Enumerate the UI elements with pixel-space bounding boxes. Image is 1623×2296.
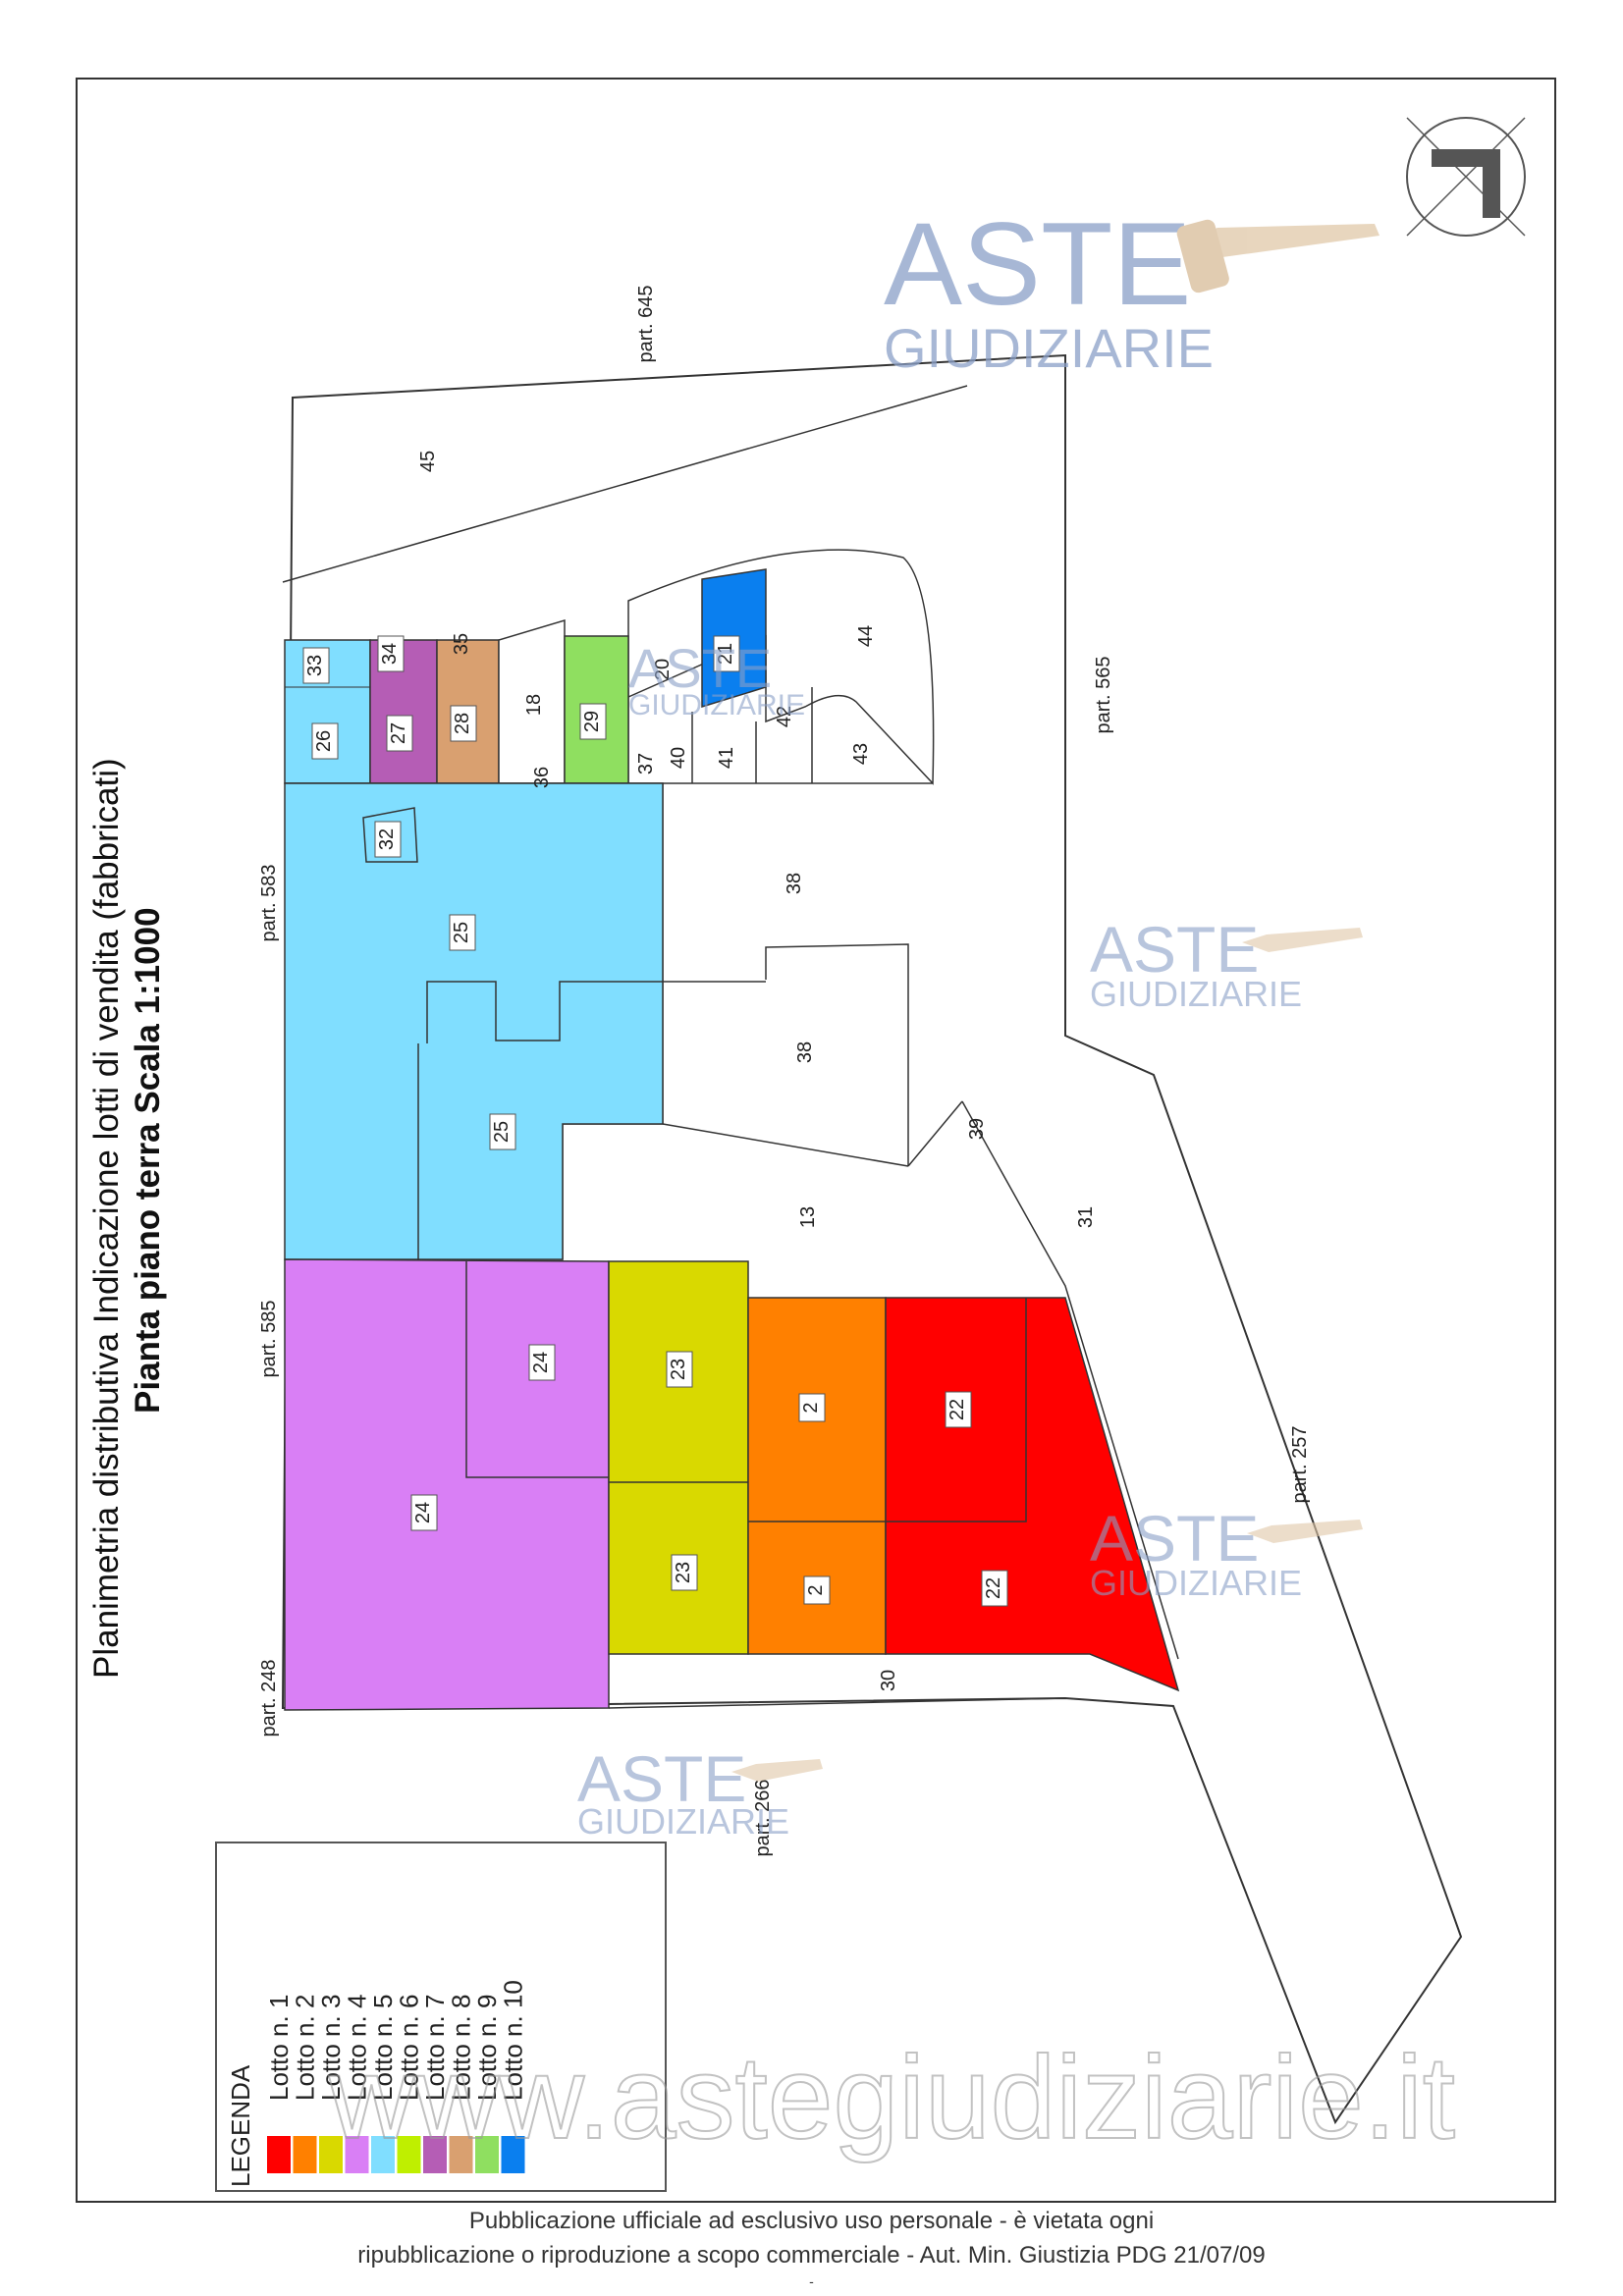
parcel-label: 23	[668, 1359, 689, 1380]
parcel-label: 22	[983, 1577, 1004, 1599]
footer-line-3: -	[809, 2273, 814, 2289]
parcel-label: 13	[797, 1206, 819, 1228]
lot-3-parcel-23	[608, 1260, 749, 1655]
svg-text:GIUDIZIARIE: GIUDIZIARIE	[577, 1801, 789, 1842]
neighbor-label: part. 257	[1289, 1426, 1311, 1504]
svg-text:ASTE: ASTE	[1090, 1502, 1259, 1575]
legend-swatch	[267, 2136, 291, 2173]
parcel-label: 38	[784, 873, 805, 894]
parcel-label: 23	[673, 1562, 694, 1583]
legend-swatch	[371, 2136, 395, 2173]
parcel-label: 42	[774, 706, 795, 727]
legend-swatch	[449, 2136, 473, 2173]
svg-text:ASTE: ASTE	[577, 1742, 746, 1815]
parcel-label: 45	[417, 451, 439, 472]
parcel-label: 25	[491, 1121, 513, 1143]
parcel-label: 24	[412, 1502, 434, 1523]
parcel-label: 2	[800, 1402, 822, 1413]
watermark-logo: ASTE GIUDIZIARIE	[628, 637, 805, 721]
parcel-label: 2	[805, 1584, 827, 1595]
svg-text:ASTE: ASTE	[884, 198, 1191, 330]
legend-label: Lotto n. 5	[368, 1995, 398, 2101]
parcel-label: 37	[635, 753, 657, 774]
parcel-label: 24	[530, 1352, 552, 1373]
legend-label: Lotto n. 7	[420, 1995, 450, 2101]
parcel-label: 18	[523, 694, 545, 716]
watermark-logo: ASTE GIUDIZIARIE	[1090, 1502, 1363, 1603]
legend-swatch	[293, 2136, 317, 2173]
svg-text:ASTE: ASTE	[628, 637, 772, 699]
watermark-url: www.astegiudiziarie.it	[328, 2032, 1455, 2163]
legend-heading: LEGENDA	[226, 2064, 255, 2187]
parcel-label: 39	[966, 1118, 988, 1140]
gavel-icon	[1183, 224, 1380, 257]
svg-text:GIUDIZIARIE: GIUDIZIARIE	[628, 689, 805, 721]
parcel-label: 44	[855, 625, 877, 647]
svg-text:ASTE: ASTE	[1090, 913, 1259, 986]
legend-label: Lotto n. 3	[316, 1995, 346, 2101]
parcel-label: 29	[581, 711, 603, 732]
lot-4-parcel-24	[284, 1258, 610, 1711]
legend-label: Lotto n. 6	[395, 1995, 424, 2101]
legend-label: Lotto n. 1	[264, 1995, 294, 2101]
north-arrow-icon	[1406, 117, 1526, 237]
neighbor-label: part. 266	[752, 1780, 774, 1857]
legend-label: Lotto n. 9	[472, 1995, 502, 2101]
parcel-label: 43	[850, 743, 872, 765]
neighbor-label: part. 585	[258, 1301, 280, 1378]
watermark-logo: ASTE GIUDIZIARIE	[1090, 913, 1363, 1014]
gavel-icon	[1247, 1520, 1363, 1543]
parcel-label: 20	[652, 659, 674, 680]
svg-text:GIUDIZIARIE: GIUDIZIARIE	[1090, 1563, 1302, 1603]
parcel-label: 25	[451, 922, 472, 943]
parcel-label: 32	[376, 828, 398, 850]
neighbor-label: part. 248	[258, 1660, 280, 1737]
page-frame	[76, 78, 1556, 2203]
parcel-label: 40	[668, 747, 689, 769]
footer-line-1: Pubblicazione ufficiale ad esclusivo uso…	[468, 2208, 1155, 2234]
parcel-label: 41	[716, 747, 737, 769]
map-subtitle: Pianta piano terra Scala 1:1000	[129, 907, 167, 1414]
parcel-labels: 45 44 43 42 41 40 37 36 35 20 18 38 38 3…	[302, 451, 1097, 1691]
parcel-label: 35	[451, 633, 472, 655]
parcel-label: 27	[388, 722, 409, 744]
gavel-icon	[731, 1759, 823, 1782]
parcel-label: 31	[1075, 1206, 1097, 1228]
parcel-label: 21	[715, 643, 736, 665]
legend-swatch	[319, 2136, 343, 2173]
neighbor-label: part. 645	[635, 286, 657, 363]
legend-label: Lotto n. 4	[343, 1995, 372, 2101]
legend-label: Lotto n. 2	[291, 1995, 320, 2101]
legend-label: Lotto n. 10	[499, 1980, 528, 2101]
neighbor-label: part. 583	[258, 865, 280, 942]
neighbor-label: part. 565	[1093, 657, 1114, 734]
watermark-logo: ASTE GIUDIZIARIE	[884, 198, 1380, 379]
parcel-label: 33	[304, 655, 326, 676]
parcel-label: 36	[531, 767, 553, 788]
watermark-logo: ASTE GIUDIZIARIE	[577, 1742, 823, 1842]
svg-text:GIUDIZIARIE: GIUDIZIARIE	[884, 317, 1214, 379]
parcel-label: 38	[794, 1041, 816, 1063]
footer-line-2: ripubblicazione o riproduzione a scopo c…	[357, 2242, 1266, 2269]
legend-swatch	[397, 2136, 421, 2173]
legend-swatch	[475, 2136, 499, 2173]
parcel-label: 26	[313, 730, 335, 752]
gavel-icon	[1242, 928, 1363, 952]
parcel-label: 28	[452, 713, 473, 734]
parcel-label: 34	[379, 643, 401, 665]
legend-swatch	[423, 2136, 447, 2173]
parcel-label: 22	[947, 1399, 968, 1420]
legend-swatch	[345, 2136, 369, 2173]
svg-text:GIUDIZIARIE: GIUDIZIARIE	[1090, 974, 1302, 1014]
parcel-label: 30	[878, 1670, 899, 1691]
legend-swatch	[501, 2136, 525, 2173]
map-title: Planimetria distributiva Indicazione lot…	[87, 758, 126, 1679]
neighbor-labels: part. 645 part. 565 part. 583 part. 585 …	[258, 286, 1311, 1857]
legend-label: Lotto n. 8	[447, 1995, 476, 2101]
